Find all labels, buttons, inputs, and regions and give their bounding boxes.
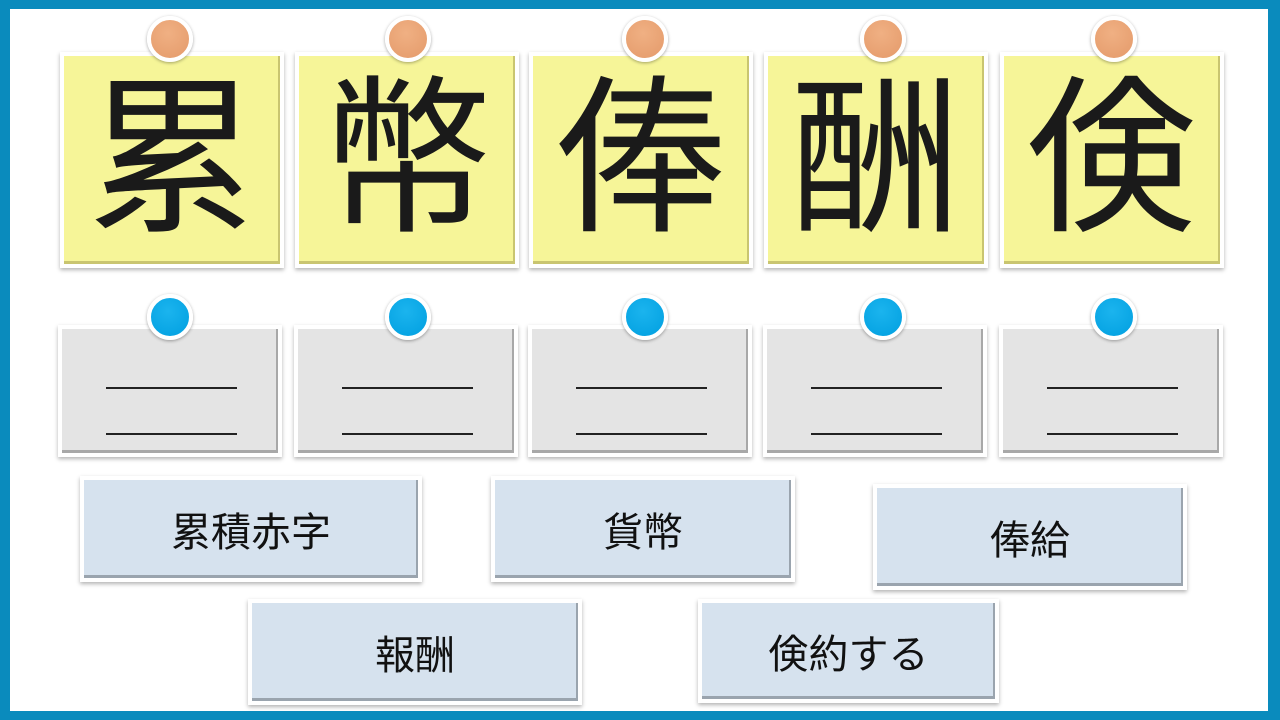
word-choice-card[interactable]: 俸給 [873,484,1187,590]
word-choice-card[interactable]: 累積赤字 [80,476,422,582]
answer-line [342,433,473,435]
kanji-card-1: 累 [60,52,284,268]
word-choice-card[interactable]: 報酬 [248,599,582,705]
kanji-card-3: 俸 [529,52,753,268]
answer-line [1047,387,1178,389]
kanji-char: 幣 [321,61,492,259]
orange-pin-icon [860,16,906,62]
answer-slot-4[interactable] [763,325,987,457]
answer-line [576,387,707,389]
answer-slot-2[interactable] [294,325,518,457]
blue-pin-icon [147,294,193,340]
blue-pin-icon [622,294,668,340]
word-choice-card[interactable]: 貨幣 [491,476,795,582]
kanji-char: 倹 [1026,61,1197,259]
answer-line [106,387,237,389]
orange-pin-icon [147,16,193,62]
blue-pin-icon [860,294,906,340]
kanji-char: 酬 [790,61,961,259]
orange-pin-icon [385,16,431,62]
answer-line [811,387,942,389]
blue-pin-icon [385,294,431,340]
answer-slot-1[interactable] [58,325,282,457]
kanji-card-5: 倹 [1000,52,1224,268]
answer-line [576,433,707,435]
orange-pin-icon [622,16,668,62]
kanji-card-4: 酬 [764,52,988,268]
answer-line [342,387,473,389]
answer-line [811,433,942,435]
blue-pin-icon [1091,294,1137,340]
answer-line [106,433,237,435]
kanji-char: 累 [86,61,257,259]
answer-slot-3[interactable] [528,325,752,457]
orange-pin-icon [1091,16,1137,62]
answer-slot-5[interactable] [999,325,1223,457]
answer-line [1047,433,1178,435]
kanji-char: 俸 [555,61,726,259]
kanji-card-2: 幣 [295,52,519,268]
word-choice-card[interactable]: 倹約する [698,599,999,703]
